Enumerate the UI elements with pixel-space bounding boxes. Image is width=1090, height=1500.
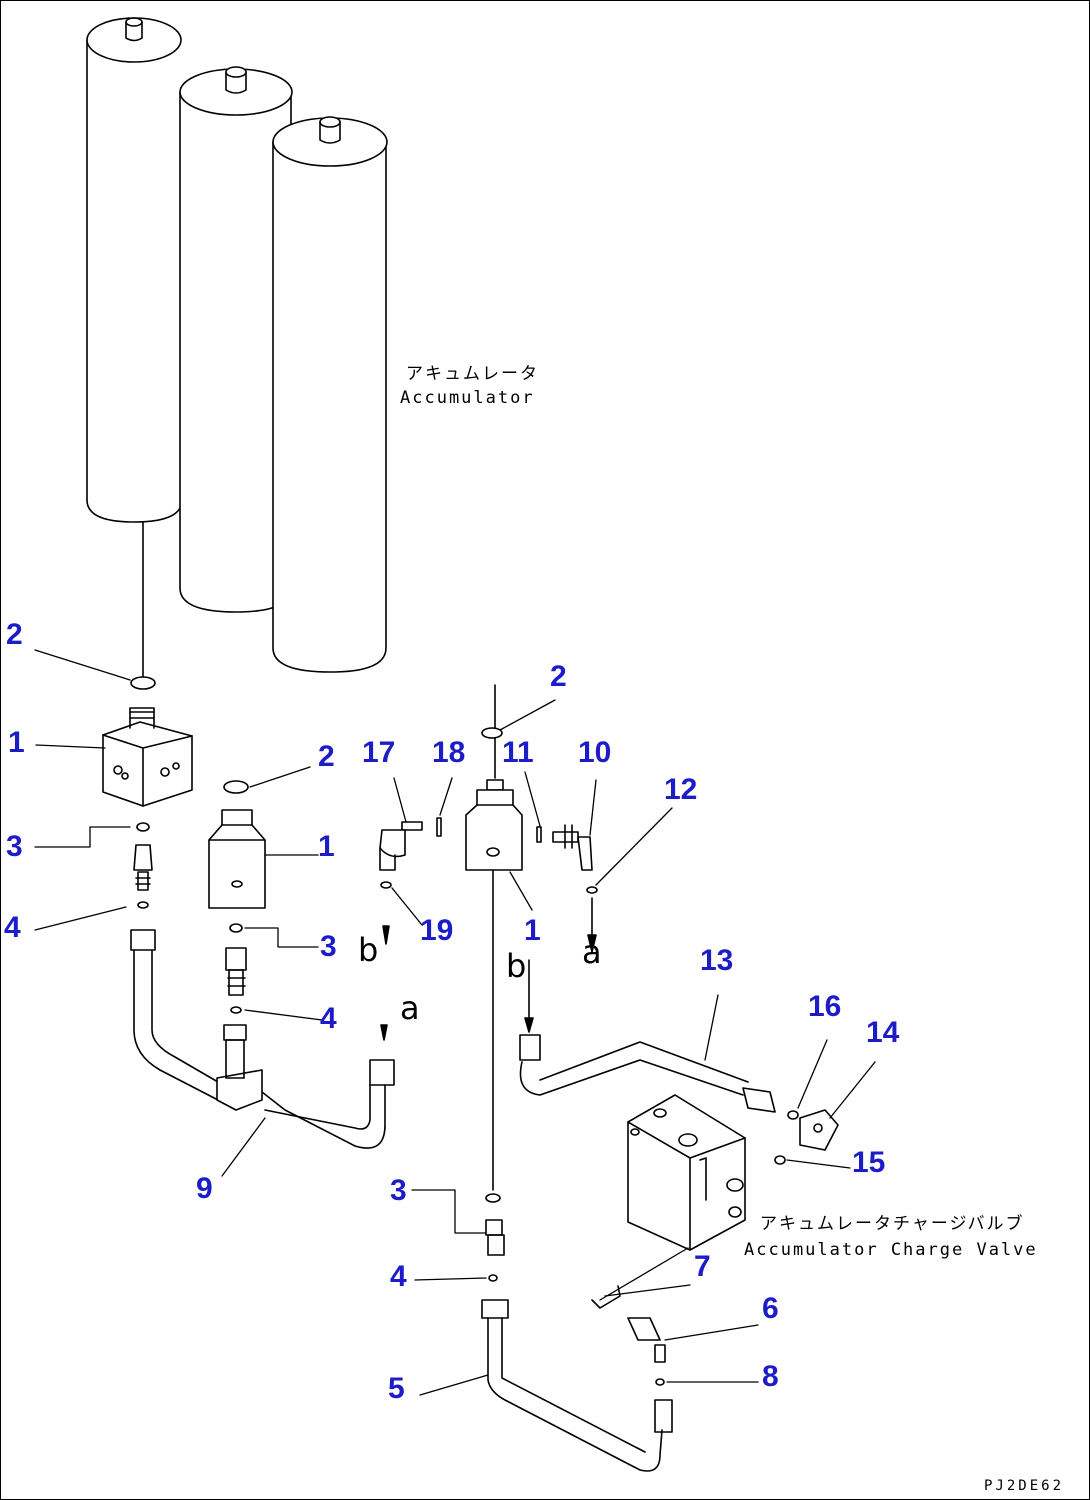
o-ring-3-left <box>136 822 150 832</box>
callout-17[interactable]: 17 <box>362 736 396 769</box>
charge-valve-label-jp: アキュムレータチャージバルブ <box>760 1214 1025 1234</box>
o-ring-4-left <box>137 901 149 909</box>
ref-arrow-b-left <box>382 925 390 945</box>
ref-arrow-a-left <box>380 1024 388 1041</box>
callout-1[interactable]: 1 <box>318 830 335 863</box>
o-ring-3-center <box>485 1193 501 1203</box>
o-ring-15 <box>774 1155 786 1165</box>
callout-2[interactable]: 2 <box>550 660 567 693</box>
callout-2[interactable]: 2 <box>318 740 335 773</box>
accumulator-cylinder-1 <box>86 17 183 523</box>
accumulator-cylinder-2 <box>179 66 293 613</box>
o-ring-4-center <box>488 1274 498 1282</box>
callout-16[interactable]: 16 <box>808 990 842 1023</box>
elbow-3-center <box>485 1219 505 1256</box>
hose-5 <box>481 1299 673 1472</box>
o-ring-18 <box>436 817 442 837</box>
adapter-block-1-mid <box>208 809 266 909</box>
elbow-3-left <box>133 844 153 891</box>
elbow-14 <box>799 1109 839 1151</box>
callout-4[interactable]: 4 <box>4 911 21 944</box>
callout-4[interactable]: 4 <box>320 1002 337 1035</box>
o-ring-2-left <box>130 676 156 690</box>
ref-letter-b-left: b <box>358 931 379 969</box>
o-ring-16 <box>787 1110 799 1120</box>
callout-9[interactable]: 9 <box>196 1172 213 1205</box>
elbow-3-mid <box>225 947 247 996</box>
charge-valve-label-en: Accumulator Charge Valve <box>744 1240 1038 1260</box>
hose-13 <box>519 1034 776 1113</box>
callout-3[interactable]: 3 <box>320 930 337 963</box>
drawing-code: PJ2DE62 <box>984 1478 1065 1494</box>
o-ring-8 <box>655 1378 665 1386</box>
callout-3[interactable]: 3 <box>390 1174 407 1207</box>
ref-letter-b-center: b <box>506 947 527 985</box>
plug-10 <box>552 824 593 871</box>
o-ring-12 <box>586 886 598 894</box>
callout-8[interactable]: 8 <box>762 1360 779 1393</box>
callout-5[interactable]: 5 <box>388 1372 405 1405</box>
accumulator-label-jp: アキュムレータ <box>406 364 539 384</box>
leader-lines <box>34 649 876 1396</box>
o-ring-2-center <box>481 727 503 739</box>
callout-13[interactable]: 13 <box>700 944 734 977</box>
hose-9 <box>130 929 395 1149</box>
callout-2[interactable]: 2 <box>6 618 23 651</box>
callout-15[interactable]: 15 <box>852 1146 886 1179</box>
accumulator-label-en: Accumulator <box>400 388 535 408</box>
callout-6[interactable]: 6 <box>762 1292 779 1325</box>
ref-letter-a-right: a <box>582 933 602 971</box>
ref-arrow-b-center <box>524 1017 534 1033</box>
callout-12[interactable]: 12 <box>664 773 698 806</box>
ref-letter-a-left: a <box>400 989 420 1027</box>
callout-10[interactable]: 10 <box>578 736 612 769</box>
callout-4[interactable]: 4 <box>390 1260 407 1293</box>
o-ring-11 <box>536 826 542 843</box>
callout-7[interactable]: 7 <box>694 1250 711 1283</box>
o-ring-4-mid <box>230 1006 242 1014</box>
adapter-block-1-left <box>102 707 193 807</box>
callout-11[interactable]: 11 <box>502 736 534 769</box>
callout-1[interactable]: 1 <box>8 726 25 759</box>
o-ring-2-mid <box>223 780 249 794</box>
o-ring-19 <box>380 881 392 889</box>
callout-3[interactable]: 3 <box>6 830 23 863</box>
bracket-7 <box>591 1285 621 1309</box>
callout-19[interactable]: 19 <box>420 914 454 947</box>
ref-arrow-a-right <box>587 934 597 953</box>
o-ring-3-mid <box>229 923 243 933</box>
callout-18[interactable]: 18 <box>432 736 466 769</box>
valve-block-1-center <box>465 779 523 871</box>
callout-1[interactable]: 1 <box>524 914 541 947</box>
elbow-17 <box>379 821 423 871</box>
callout-14[interactable]: 14 <box>866 1016 900 1049</box>
accumulator-cylinder-3 <box>272 116 388 673</box>
charge-valve-body <box>627 1094 746 1251</box>
elbow-6 <box>627 1317 666 1363</box>
